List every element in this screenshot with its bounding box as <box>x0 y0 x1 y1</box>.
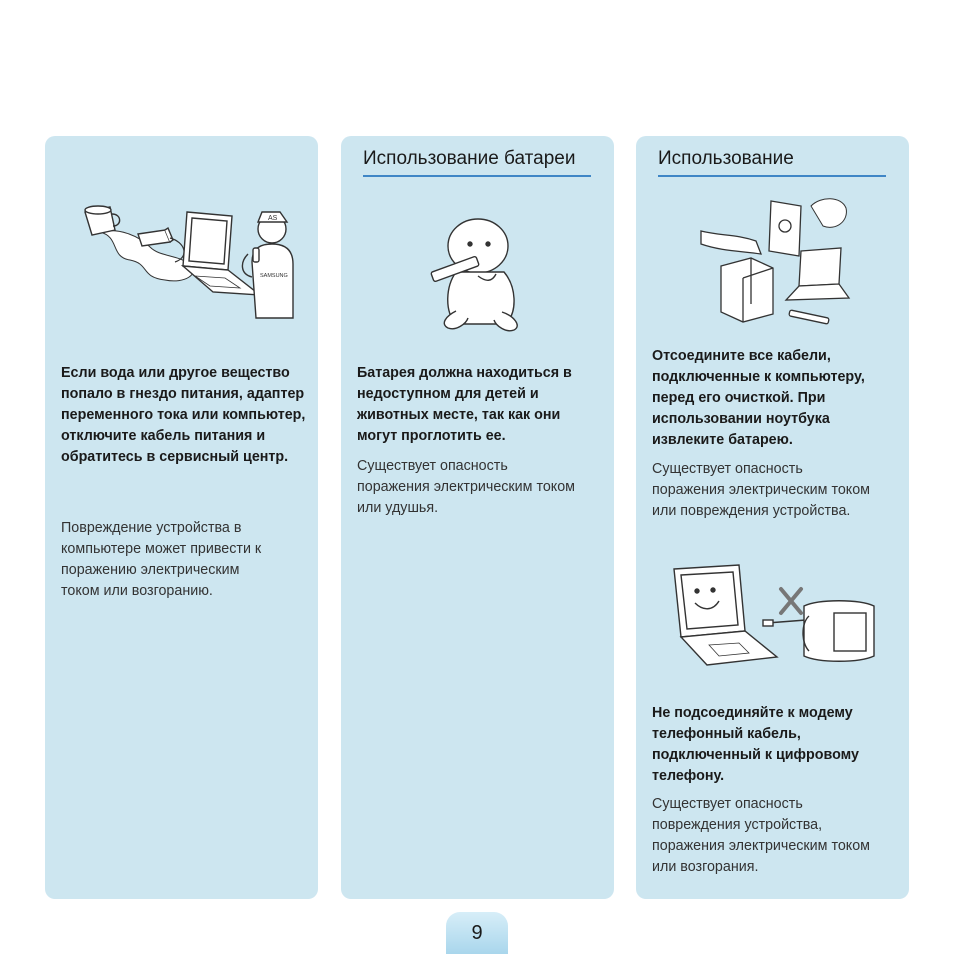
note-text-1: Повреждение устройства в компьютере може… <box>61 520 262 599</box>
warning-text-3: Отсоедините все кабели, подключенные к к… <box>652 348 865 448</box>
note-text-4: Существует опасность повреждения устройс… <box>652 796 871 875</box>
warning-text-4: Не подсоединяйте к модему телефонный каб… <box>652 705 859 784</box>
liquid-spill-illustration: AS SAMSUNG <box>84 205 294 319</box>
warning-panel-3: Использование Отсоедините все кабели, по… <box>636 136 909 899</box>
panel-title-3: Использование <box>658 147 886 177</box>
page-number: 9 <box>446 912 508 954</box>
unplug-cables-illustration <box>700 198 851 325</box>
note-text-3: Существует опасность поражения электриче… <box>652 461 871 519</box>
warning-text-1: Если вода или другое вещество попало в г… <box>61 365 306 465</box>
note-text-2: Существует опасность поражения электриче… <box>357 458 576 516</box>
panel-title-2: Использование батареи <box>363 147 591 177</box>
svg-text:SAMSUNG: SAMSUNG <box>260 273 288 279</box>
warning-panel-2: Использование батареи Батарея должна нах… <box>341 136 614 899</box>
warning-panel-1: AS SAMSUNG Если вода или другое вещество… <box>45 136 318 899</box>
svg-text:AS: AS <box>268 215 278 222</box>
warning-text-2: Батарея должна находиться в недоступном … <box>357 365 572 444</box>
no-phone-cable-illustration <box>673 564 875 666</box>
baby-with-battery-illustration <box>430 218 518 332</box>
